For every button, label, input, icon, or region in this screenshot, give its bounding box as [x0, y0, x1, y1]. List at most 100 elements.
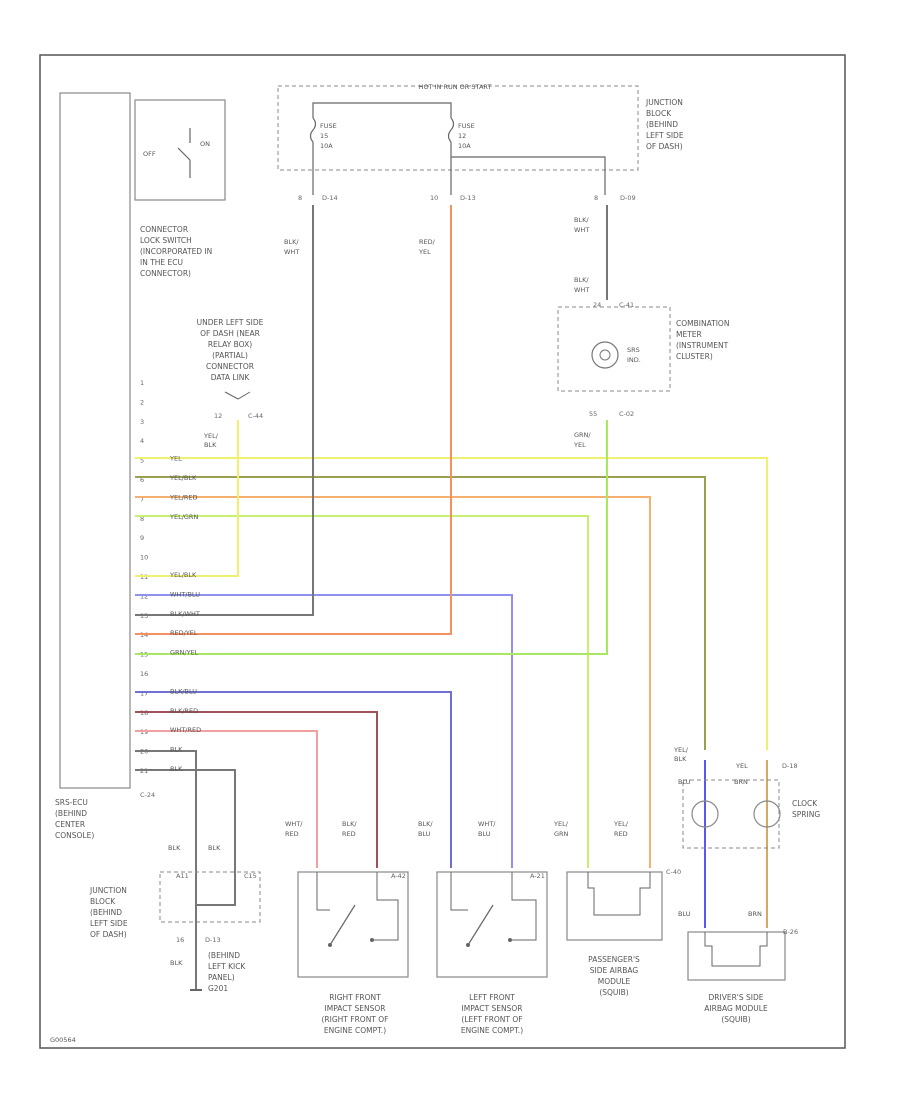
- srs-indicator-bulb: [591, 341, 619, 369]
- ecu-pin-16: 16: [140, 670, 148, 678]
- ls-wire-whtblu-1: WHT/: [478, 820, 496, 828]
- ecu-pin-3: 3: [140, 418, 144, 426]
- dm-connector: B-26: [783, 928, 798, 936]
- pm-line-4: (SQUIB): [599, 988, 628, 997]
- junction-bottom-wire-blk-1: BLK: [168, 844, 181, 852]
- wire-blk-ground-1: [135, 750, 197, 880]
- wire-blk-ground-2: [135, 769, 236, 880]
- ecu-wire-label: YEL/BLK: [169, 571, 197, 579]
- left-front-sensor-box: [436, 871, 548, 978]
- combo-out-connector: C-02: [619, 410, 634, 418]
- combo-line-3: (INSTRUMENT: [676, 341, 729, 350]
- dm-wire-brn: BRN: [748, 910, 762, 918]
- ls-line-2: IMPACT SENSOR: [462, 1004, 523, 1013]
- junction-top-line-1: JUNCTION: [645, 98, 683, 107]
- pm-line-1: PASSENGER'S: [588, 955, 640, 964]
- srs-ecu-box: [59, 92, 131, 789]
- ecu-wire-label-list: YEL YEL/BLK YEL/RED YEL/GRN YEL/BLK WHT/BLU BL…: [169, 455, 201, 773]
- lock-switch-line-5: CONNECTOR): [140, 269, 191, 278]
- ecu-wire-label: GRN/YEL: [170, 649, 199, 657]
- ground-line-1: (BEHIND: [208, 951, 240, 960]
- junction-bottom-splice: [195, 880, 236, 906]
- junction-bottom-box: [159, 871, 261, 923]
- pin-d13: 10: [430, 194, 438, 202]
- pin-d09: 8: [594, 194, 598, 202]
- junction-bottom-line-3: (BEHIND: [90, 908, 122, 917]
- fuse-15-symbol: [309, 117, 317, 143]
- lock-switch-line-4: IN THE ECU: [140, 258, 183, 267]
- lock-switch-line-3: (INCORPORATED IN: [140, 247, 212, 256]
- ground-line-2: LEFT KICK: [208, 962, 246, 971]
- ground-connector: D-13: [205, 936, 221, 944]
- ecu-pin-1: 1: [140, 379, 144, 387]
- wire-yel-blk: [135, 476, 706, 750]
- junction-bottom-pin-b: C15: [244, 872, 257, 880]
- wire-wht-blu: [135, 594, 513, 868]
- wire-grn-yel: [135, 420, 608, 655]
- wire-group: [135, 205, 768, 928]
- wire-blk-blu: [135, 691, 452, 868]
- combo-out-wire-2: YEL: [573, 441, 586, 449]
- passenger-squib: [587, 872, 651, 916]
- clock-spring-line-2: SPRING: [792, 810, 820, 819]
- data-link-wire-2: BLK: [204, 441, 217, 449]
- srs-bulb-line-2: IND.: [627, 356, 641, 364]
- data-link-line-3: RELAY BOX): [208, 340, 252, 349]
- rs-wire-whtred-1: WHT/: [285, 820, 303, 828]
- fuse-15-line2: 15: [320, 132, 328, 140]
- ground-line-4: G201: [208, 984, 228, 993]
- junction-bottom-line-2: BLOCK: [90, 897, 116, 906]
- combo-in-pin: 24: [593, 301, 601, 309]
- fuse-12-line2: 12: [458, 132, 466, 140]
- ecu-wire-label: YEL: [169, 455, 182, 463]
- rs-line-3: (RIGHT FRONT OF: [322, 1015, 389, 1024]
- junction-top-line-3: (BEHIND: [646, 120, 678, 129]
- ecu-line-3: CENTER: [55, 820, 85, 829]
- pm-wire-yelgrn-2: GRN: [554, 830, 569, 838]
- ecu-wire-label: BLK/BLU: [170, 687, 197, 695]
- wire-yel-red: [135, 496, 651, 868]
- ground-wire-blk: BLK: [170, 959, 183, 967]
- rs-connector: A-42: [391, 872, 406, 880]
- ecu-wire-label: YEL/RED: [169, 493, 198, 501]
- dm-line-2: AIRBAG MODULE: [704, 1004, 768, 1013]
- wire-yel-grn: [135, 515, 589, 868]
- ecu-pin-5: 5: [140, 457, 144, 465]
- pm-line-3: MODULE: [598, 977, 631, 986]
- clock-spring-coil-right: [753, 800, 781, 828]
- conn-d13: D-13: [460, 194, 476, 202]
- rs-terminal: [370, 938, 374, 942]
- ecu-wire-label: BLK: [170, 746, 183, 754]
- ls-line-1: LEFT FRONT: [469, 993, 515, 1002]
- wire-blk-red: [135, 711, 378, 868]
- combo-line-4: CLUSTER): [676, 352, 713, 361]
- ls-pivot: [466, 943, 470, 947]
- ecu-pin-6: 6: [140, 476, 144, 484]
- wire-blk-wht: [135, 205, 314, 616]
- combo-line-1: COMBINATION: [676, 319, 729, 328]
- pm-line-2: SIDE AIRBAG: [590, 966, 639, 975]
- combination-meter-box: [557, 306, 671, 392]
- ground-line-3: PANEL): [208, 973, 235, 982]
- lock-switch-blade: [177, 147, 191, 161]
- diagram-frame: [39, 54, 846, 1049]
- ecu-pin-12: 12: [140, 592, 148, 600]
- pin-d14: 8: [298, 194, 302, 202]
- ecu-wire-label: WHT/BLU: [170, 590, 200, 598]
- ecu-wire-label: YEL/BLK: [169, 474, 197, 482]
- clock-spring-line-1: CLOCK: [792, 799, 818, 808]
- rs-lead-left: [316, 872, 330, 911]
- data-link-line-2: OF DASH (NEAR: [200, 329, 260, 338]
- ecu-pin-7: 7: [140, 495, 144, 503]
- ecu-line-2: (BEHIND: [55, 809, 87, 818]
- fuse-15-line3: 10A: [320, 142, 333, 150]
- clock-spring-box: [682, 779, 780, 849]
- ecu-wire-label: YEL/GRN: [169, 513, 198, 521]
- ls-lead-left: [450, 872, 468, 911]
- ground-pin: 16: [176, 936, 184, 944]
- ls-lead-right: [510, 872, 537, 941]
- clock-spring-wire-brn: BRN: [734, 778, 748, 786]
- clock-spring-coil-left: [691, 800, 719, 828]
- clock-spring-wire-yel: YEL: [735, 762, 748, 770]
